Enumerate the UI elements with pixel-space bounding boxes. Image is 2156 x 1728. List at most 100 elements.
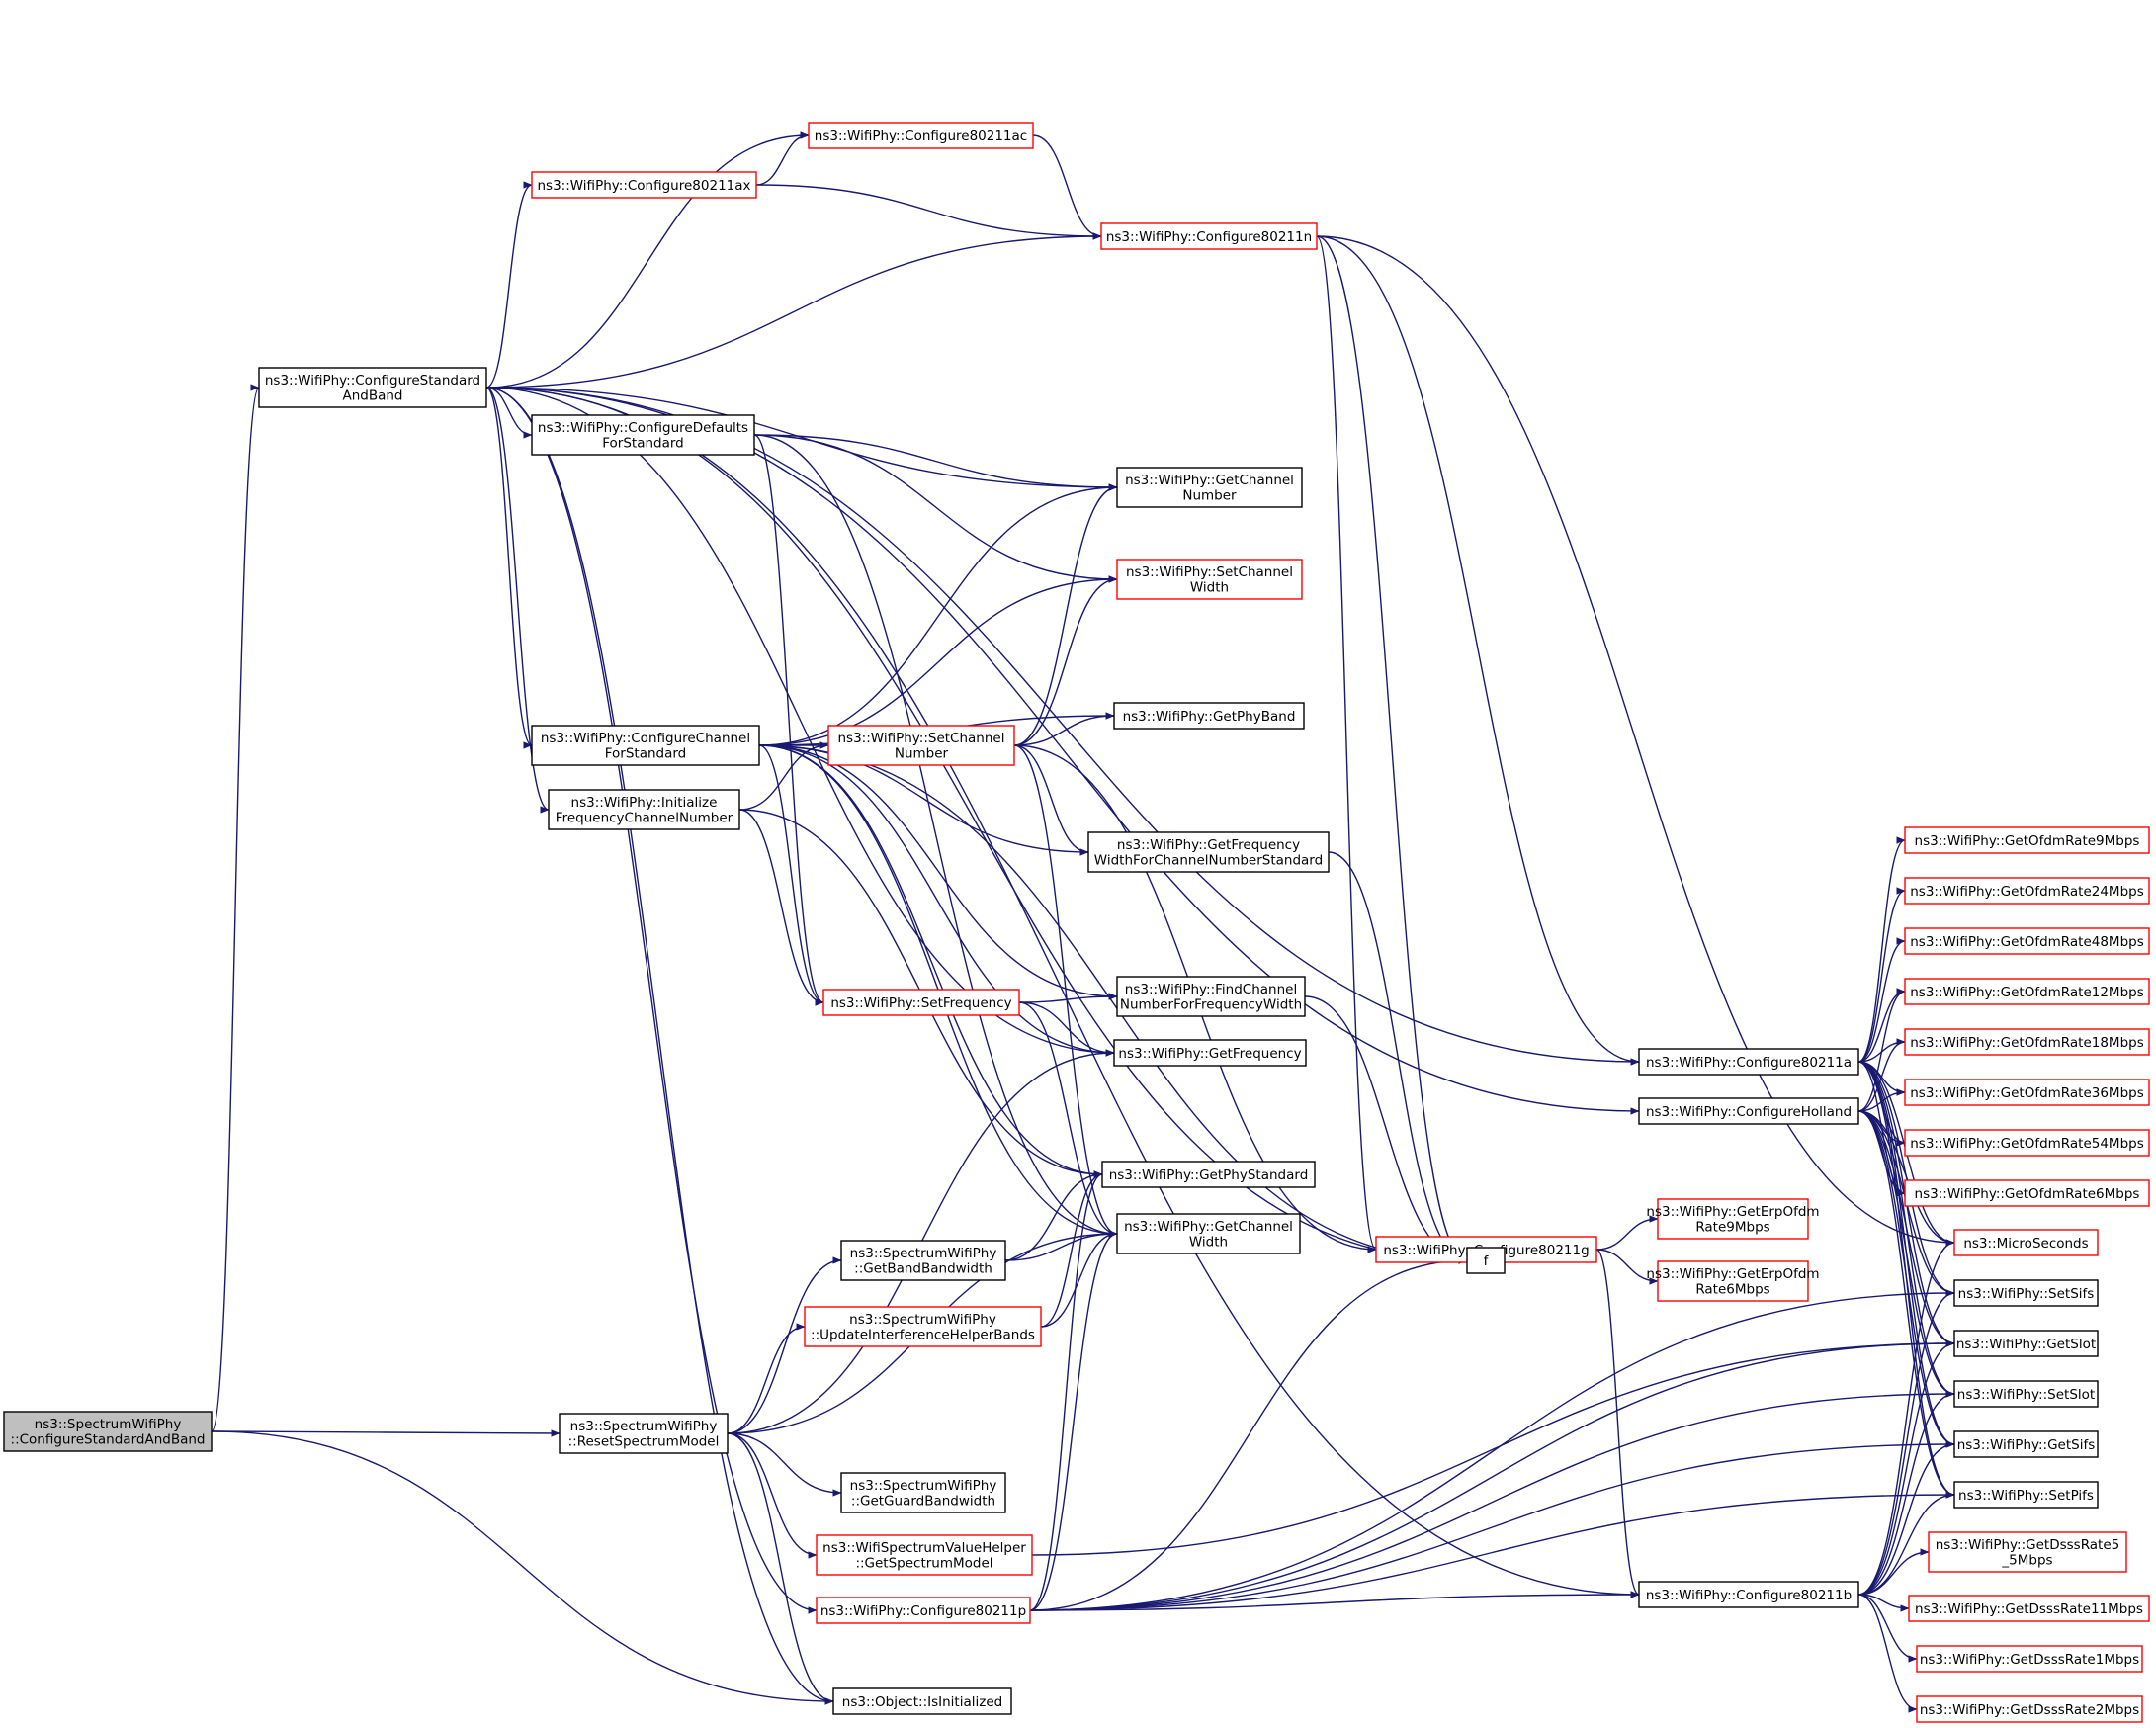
call-edge bbox=[1595, 1215, 1659, 1251]
edge-ccfs-to-sf bbox=[758, 744, 824, 1006]
node-box bbox=[808, 122, 1034, 149]
function-node-sf[interactable]: ns3::WifiPhy::SetFrequency bbox=[822, 989, 1020, 1016]
node-box bbox=[1904, 927, 2150, 955]
call-edge bbox=[1013, 744, 1089, 856]
function-node-ssifs[interactable]: ns3::WifiPhy::SetSifs bbox=[1953, 1279, 2099, 1307]
function-node-gslot[interactable]: ns3::WifiPhy::GetSlot bbox=[1953, 1330, 2099, 1357]
function-node-o54[interactable]: ns3::WifiPhy::GetOfdmRate54Mbps bbox=[1904, 1129, 2150, 1157]
function-node-chol[interactable]: ns3::WifiPhy::ConfigureHolland bbox=[1638, 1097, 1859, 1125]
function-node-root[interactable]: ns3::SpectrumWifiPhy::ConfigureStandardA… bbox=[3, 1411, 213, 1452]
node-label: ns3::WifiPhy::GetSlot bbox=[1956, 1337, 2096, 1352]
function-node-gpb[interactable]: ns3::WifiPhy::GetPhyBand bbox=[1113, 702, 1305, 730]
call-edge bbox=[1857, 1548, 1930, 1596]
node-label: ns3::WifiPhy::ConfigureHolland bbox=[1646, 1104, 1852, 1120]
function-node-d2[interactable]: ns3::WifiPhy::GetDsssRate2Mbps bbox=[1916, 1695, 2143, 1723]
function-node-o6[interactable]: ns3::WifiPhy::GetOfdmRate6Mbps bbox=[1904, 1179, 2150, 1207]
node-label: ns3::WifiPhy::Configure80211p bbox=[820, 1603, 1026, 1619]
function-node-csab[interactable]: ns3::WifiPhy::ConfigureStandardAndBand bbox=[258, 367, 487, 408]
function-node-o18[interactable]: ns3::WifiPhy::GetOfdmRate18Mbps bbox=[1904, 1028, 2150, 1056]
edge-ccfs-to-gcn bbox=[758, 483, 1118, 746]
function-node-isinit[interactable]: ns3::Object::IsInitialized bbox=[832, 1687, 1012, 1715]
call-edge bbox=[1029, 1591, 1640, 1611]
function-node-gps[interactable]: ns3::WifiPhy::GetPhyStandard bbox=[1101, 1161, 1316, 1188]
function-node-c11ax[interactable]: ns3::WifiPhy::Configure80211ax bbox=[531, 171, 757, 199]
node-label: ns3::WifiPhy::GetDsssRate1Mbps bbox=[1920, 1652, 2139, 1668]
function-node-c11ac[interactable]: ns3::WifiPhy::Configure80211ac bbox=[808, 122, 1034, 149]
call-edge bbox=[1031, 1339, 1955, 1556]
node-box bbox=[1466, 1247, 1506, 1274]
node-label: ::ResetSpectrumModel bbox=[568, 1434, 720, 1450]
node-label: ns3::WifiPhy::GetChannel bbox=[1124, 1219, 1293, 1235]
edge-rsm-to-gsm bbox=[727, 1432, 818, 1559]
function-node-c11a[interactable]: ns3::WifiPhy::Configure80211a bbox=[1638, 1048, 1859, 1076]
edge-c11g-to-c11b bbox=[1595, 1249, 1640, 1598]
function-node-fcn[interactable]: ns3::WifiPhy::FindChannelNumberForFreque… bbox=[1116, 976, 1306, 1017]
node-box bbox=[1904, 978, 2150, 1005]
edge-c11p-to-c11b bbox=[1029, 1591, 1640, 1611]
function-node-ccfs[interactable]: ns3::WifiPhy::ConfigureChannelForStandar… bbox=[531, 725, 760, 766]
function-node-sslot[interactable]: ns3::WifiPhy::SetSlot bbox=[1953, 1380, 2099, 1408]
edge-c11b-to-ssifs bbox=[1857, 1289, 1955, 1596]
function-node-uih[interactable]: ns3::SpectrumWifiPhy::UpdateInterference… bbox=[804, 1306, 1042, 1347]
function-node-f[interactable]: f bbox=[1466, 1247, 1506, 1274]
function-node-o48[interactable]: ns3::WifiPhy::GetOfdmRate48Mbps bbox=[1904, 927, 2150, 955]
node-label: f bbox=[1484, 1253, 1490, 1269]
call-edge bbox=[758, 744, 1103, 1178]
node-label: ::GetBandBandwidth bbox=[854, 1261, 992, 1277]
function-node-spifs[interactable]: ns3::WifiPhy::SetPifs bbox=[1953, 1481, 2099, 1509]
function-node-gsifs[interactable]: ns3::WifiPhy::GetSifs bbox=[1953, 1430, 2099, 1458]
node-label: ns3::WifiPhy::FindChannel bbox=[1125, 982, 1297, 997]
function-node-d1[interactable]: ns3::WifiPhy::GetDsssRate1Mbps bbox=[1916, 1645, 2143, 1673]
function-node-o9[interactable]: ns3::WifiPhy::GetOfdmRate9Mbps bbox=[1904, 826, 2150, 854]
function-node-d11[interactable]: ns3::WifiPhy::GetDsssRate11Mbps bbox=[1908, 1595, 2150, 1622]
edge-c11b-to-d55 bbox=[1857, 1548, 1930, 1596]
call-edge bbox=[1316, 235, 1640, 1066]
edge-c11a-to-o9 bbox=[1857, 836, 1906, 1063]
node-label: Width bbox=[1190, 580, 1229, 596]
function-node-c11n[interactable]: ns3::WifiPhy::Configure80211n bbox=[1100, 222, 1318, 250]
call-edge bbox=[727, 1256, 842, 1434]
node-label: ns3::WifiPhy::SetChannel bbox=[1126, 564, 1293, 580]
edge-chol-to-us bbox=[1857, 1110, 1955, 1247]
edge-c11ax-to-c11n bbox=[755, 184, 1102, 240]
function-node-cdfs[interactable]: ns3::WifiPhy::ConfigureDefaultsForStanda… bbox=[531, 414, 755, 456]
node-box bbox=[1116, 976, 1306, 1017]
function-node-gsm[interactable]: ns3::WifiSpectrumValueHelper::GetSpectru… bbox=[816, 1534, 1033, 1576]
edge-csab-to-cdfs bbox=[485, 387, 533, 439]
function-node-o24[interactable]: ns3::WifiPhy::GetOfdmRate24Mbps bbox=[1904, 877, 2150, 905]
call-edge bbox=[1316, 235, 1377, 1253]
function-node-o12[interactable]: ns3::WifiPhy::GetOfdmRate12Mbps bbox=[1904, 978, 2150, 1005]
call-edge bbox=[758, 744, 1118, 1000]
call-edge bbox=[1029, 1170, 1103, 1611]
function-node-gbb[interactable]: ns3::SpectrumWifiPhy::GetBandBandwidth bbox=[840, 1240, 1006, 1281]
call-edge bbox=[1857, 836, 1906, 1063]
function-node-rsm[interactable]: ns3::SpectrumWifiPhy::ResetSpectrumModel bbox=[559, 1413, 729, 1454]
call-edge bbox=[727, 1432, 842, 1497]
node-label: ns3::WifiPhy::ConfigureStandard bbox=[265, 373, 480, 389]
function-node-ggb[interactable]: ns3::SpectrumWifiPhy::GetGuardBandwidth bbox=[840, 1472, 1006, 1513]
function-node-us[interactable]: ns3::MicroSeconds bbox=[1953, 1229, 2099, 1256]
call-edge bbox=[485, 131, 810, 389]
edge-rsm-to-isinit bbox=[727, 1432, 834, 1705]
edge-c11b-to-spifs bbox=[1857, 1491, 1955, 1596]
function-node-gf[interactable]: ns3::WifiPhy::GetFrequency bbox=[1113, 1039, 1307, 1067]
call-edge bbox=[1328, 851, 1468, 1264]
function-node-o36[interactable]: ns3::WifiPhy::GetOfdmRate36Mbps bbox=[1904, 1079, 2150, 1106]
function-node-gfw[interactable]: ns3::WifiPhy::GetFrequencyWidthForChanne… bbox=[1087, 831, 1330, 873]
function-node-c11p[interactable]: ns3::WifiPhy::Configure80211p bbox=[816, 1597, 1031, 1624]
node-box bbox=[816, 1534, 1033, 1576]
edge-scn-to-gcw bbox=[1013, 744, 1118, 1238]
call-edge bbox=[1857, 937, 1906, 1063]
function-node-d55[interactable]: ns3::WifiPhy::GetDsssRate5_5Mbps bbox=[1928, 1531, 2127, 1573]
call-edge bbox=[1029, 1256, 1468, 1611]
function-node-ifcn[interactable]: ns3::WifiPhy::InitializeFrequencyChannel… bbox=[548, 789, 740, 830]
edge-ccfs-to-gf bbox=[758, 744, 1115, 1057]
function-node-c11b[interactable]: ns3::WifiPhy::Configure80211b bbox=[1638, 1581, 1859, 1608]
node-box bbox=[816, 1597, 1031, 1624]
